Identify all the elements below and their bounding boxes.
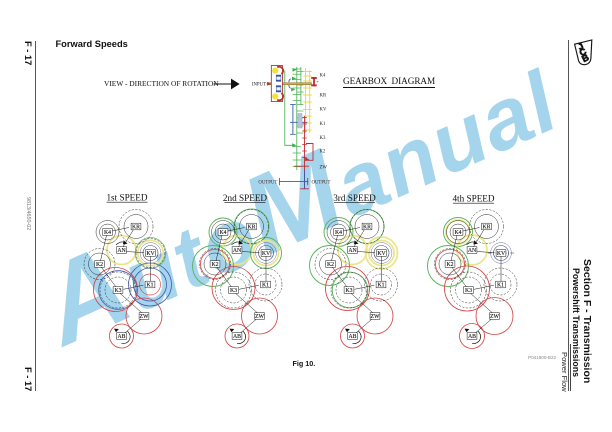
svg-text:KR: KR — [132, 225, 140, 231]
svg-text:AB: AB — [117, 334, 125, 340]
svg-text:AB: AB — [348, 334, 356, 340]
svg-text:KR: KR — [363, 225, 371, 231]
svg-text:K1: K1 — [262, 283, 269, 289]
svg-text:AN: AN — [468, 248, 477, 254]
svg-text:K3: K3 — [345, 288, 352, 294]
svg-text:K2: K2 — [96, 262, 103, 268]
svg-text:K2: K2 — [211, 262, 218, 268]
svg-text:3rd SPEED: 3rd SPEED — [333, 193, 376, 203]
svg-text:K4: K4 — [104, 230, 111, 236]
svg-text:ZW: ZW — [139, 314, 149, 320]
svg-text:ZW: ZW — [255, 314, 265, 320]
svg-text:K1: K1 — [497, 283, 504, 289]
svg-text:J: J — [576, 41, 585, 52]
svg-text:K4: K4 — [219, 230, 226, 236]
svg-text:1st SPEED: 1st SPEED — [106, 192, 147, 202]
svg-text:C: C — [578, 46, 589, 58]
svg-text:ZW: ZW — [490, 314, 500, 320]
svg-text:INPUT: INPUT — [252, 82, 266, 87]
svg-text:AN: AN — [117, 248, 126, 254]
svg-text:AN: AN — [233, 248, 242, 254]
svg-text:K2: K2 — [327, 262, 334, 268]
svg-text:4th SPEED: 4th SPEED — [452, 193, 494, 203]
svg-text:K4: K4 — [320, 74, 326, 79]
svg-text:K1: K1 — [320, 122, 326, 127]
svg-text:KV: KV — [262, 251, 271, 257]
svg-text:ZW: ZW — [320, 166, 328, 171]
svg-text:KV: KV — [320, 108, 327, 113]
svg-text:KV: KV — [146, 251, 155, 257]
svg-text:KV: KV — [497, 251, 506, 257]
svg-text:K1: K1 — [377, 283, 384, 289]
svg-text:KR: KR — [320, 94, 327, 99]
svg-text:OUTPUT: OUTPUT — [258, 180, 277, 185]
svg-text:K3: K3 — [114, 288, 121, 294]
svg-text:ZW: ZW — [370, 314, 380, 320]
svg-text:K1: K1 — [146, 283, 153, 289]
svg-text:K2: K2 — [446, 262, 453, 268]
svg-text:AB: AB — [233, 334, 241, 340]
svg-text:K2: K2 — [320, 150, 326, 155]
svg-text:K4: K4 — [335, 230, 342, 236]
svg-text:K3: K3 — [230, 288, 237, 294]
svg-text:K3: K3 — [320, 136, 326, 141]
svg-text:AN: AN — [348, 248, 357, 254]
svg-text:KR: KR — [482, 225, 490, 231]
svg-text:B: B — [580, 52, 591, 64]
svg-text:2nd SPEED: 2nd SPEED — [223, 193, 268, 203]
svg-text:AB: AB — [468, 334, 476, 340]
svg-text:K4: K4 — [454, 230, 461, 236]
svg-text:OUTPUT: OUTPUT — [312, 180, 331, 185]
svg-text:K3: K3 — [465, 288, 472, 294]
svg-text:KR: KR — [247, 225, 255, 231]
svg-text:KV: KV — [377, 251, 386, 257]
